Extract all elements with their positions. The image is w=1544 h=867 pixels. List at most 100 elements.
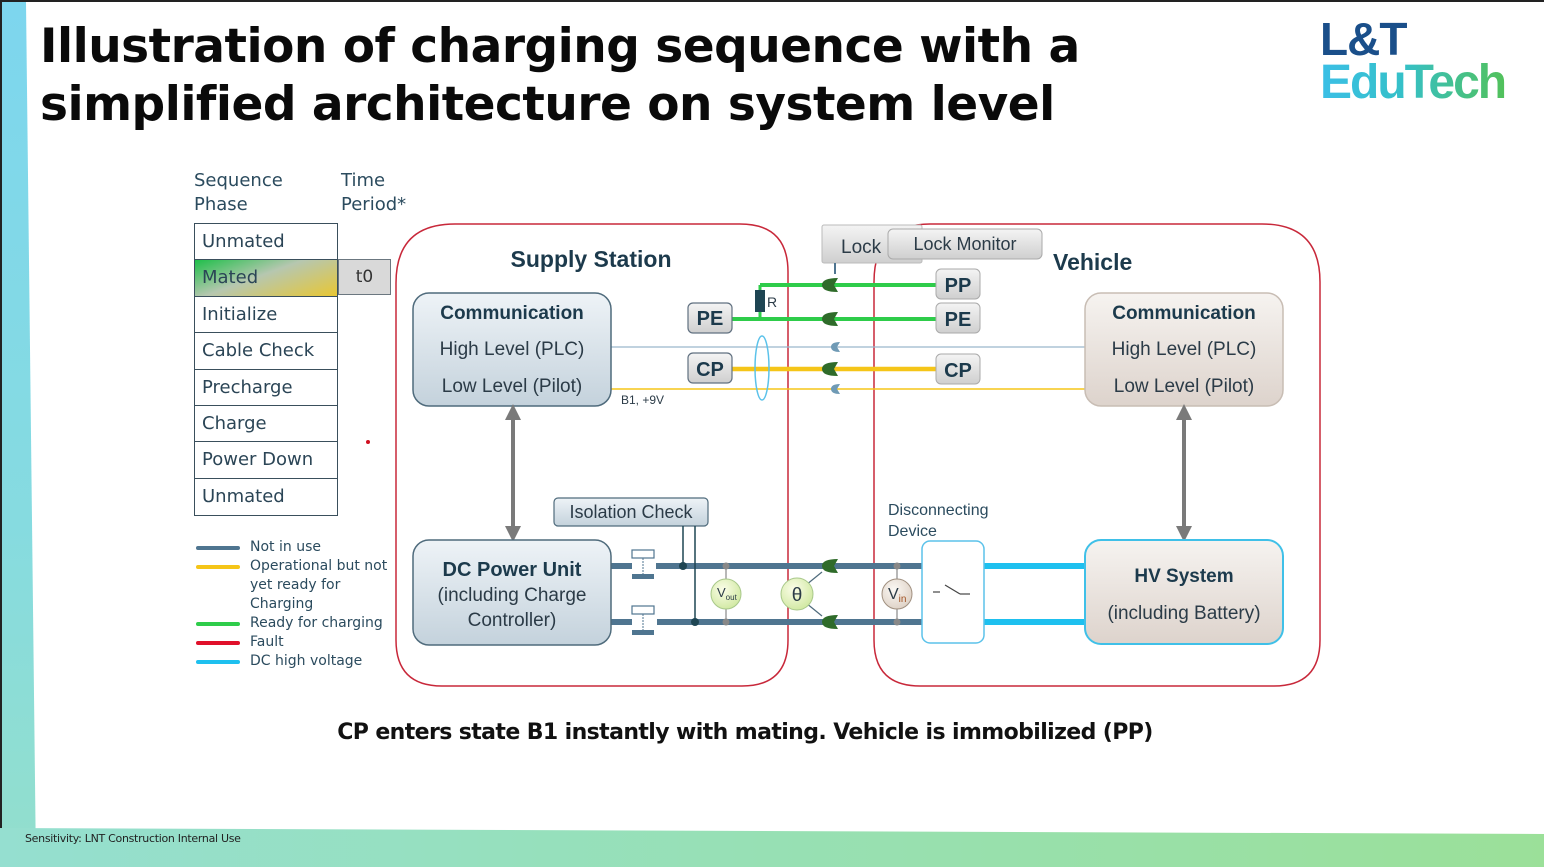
- vin-meter-icon: [881, 578, 913, 610]
- legend-swatch: [196, 622, 240, 626]
- supply-station-title: Supply Station: [511, 246, 672, 272]
- vehicle-cp-pin: [935, 353, 981, 385]
- header-line: Time: [341, 170, 386, 191]
- legend-item-operational: Operational but not yet ready for Chargi…: [196, 557, 390, 614]
- hv-system-title: HV System: [1134, 566, 1233, 587]
- supply-cp-pin: [687, 352, 733, 384]
- dc-minus-connector-icon: [822, 615, 838, 629]
- supply-pe-label: PE: [697, 308, 724, 330]
- supply-cp-label: CP: [696, 359, 724, 381]
- legend-swatch: [196, 660, 240, 664]
- supply-station-border: [395, 223, 789, 687]
- slide-title: Illustration of charging sequence with a…: [40, 19, 1080, 132]
- sequence-phase-header: Sequence Phase: [194, 169, 283, 217]
- resistor-label: R: [767, 294, 777, 310]
- time-period-t0: t0: [338, 259, 391, 295]
- vout-main: V: [717, 585, 726, 600]
- vehicle-pp-label: PP: [945, 275, 972, 297]
- supply-pe-pin: [687, 302, 733, 334]
- vehicle-low-level: Low Level (Pilot): [1114, 376, 1254, 397]
- phase-row-initialize: Initialize: [195, 297, 337, 334]
- vin-label: Vin: [888, 586, 906, 605]
- legend-label: DC high voltage: [250, 653, 363, 669]
- temperature-sensor-icon: [780, 577, 814, 611]
- phase-row-unmated-end: Unmated: [202, 485, 285, 507]
- logo: L&T EduTech: [1320, 13, 1507, 109]
- dc-plus-connector-icon: [822, 559, 838, 573]
- sequence-phase-table: Unmated Mated Initialize Cable Check Pre…: [194, 223, 338, 517]
- pilot-state-label: B1, +9V: [621, 393, 664, 407]
- cp-connector-icon: [822, 362, 838, 376]
- phase-row-mated-active: Mated: [195, 260, 337, 297]
- vin-sub: in: [899, 594, 907, 605]
- legend-swatch: [196, 565, 240, 569]
- phase-row-cable-check: Cable Check: [195, 333, 337, 370]
- lock-monitor-box: [887, 228, 1043, 260]
- junction-dot: [679, 562, 687, 570]
- vout-sub: out: [726, 593, 738, 602]
- dc-power-unit-box: [412, 539, 612, 646]
- legend-item-not-in-use: Not in use: [196, 538, 390, 557]
- header-line: Period*: [341, 194, 407, 215]
- switch-icon: [933, 584, 970, 595]
- sensitivity-footer: Sensitivity: LNT Construction Internal U…: [25, 832, 241, 845]
- slide-caption: CP enters state B1 instantly with mating…: [337, 720, 1153, 745]
- disconnecting-device-box: [921, 540, 985, 644]
- line-legend: Not in use Operational but not yet ready…: [196, 538, 390, 671]
- junction-dot: [893, 562, 901, 570]
- dc-minus-contactor-icon: [631, 605, 655, 635]
- dc-plus-contactor-icon: [631, 549, 655, 579]
- vehicle-pe-pin: [935, 302, 981, 334]
- cable-shield-icon: [754, 335, 770, 401]
- phase-row-precharge: Precharge: [195, 370, 337, 406]
- supply-communication-title: Communication: [440, 303, 584, 324]
- junction-dot: [893, 618, 901, 626]
- logo-line-1: L&T: [1320, 13, 1407, 65]
- pilot-connector-icon: [831, 384, 840, 394]
- legend-item-dc-hv: DC high voltage: [196, 652, 390, 671]
- dc-power-unit-line3: Controller): [468, 610, 557, 631]
- lock-label: Lock: [841, 237, 882, 258]
- header-line: Phase: [194, 194, 248, 215]
- vout-meter-icon: [710, 578, 742, 610]
- vehicle-pe-label: PE: [945, 309, 972, 331]
- vehicle-title: Vehicle: [1053, 249, 1132, 275]
- pointer-dot: [366, 440, 370, 444]
- legend-label: Not in use: [250, 539, 321, 555]
- logo-line-2: EduTech: [1320, 56, 1507, 109]
- legend-item-fault: Fault: [196, 633, 390, 652]
- vout-label: Vout: [717, 585, 738, 602]
- legend-swatch: [196, 641, 240, 645]
- phase-row-unmated: Unmated: [195, 224, 337, 261]
- time-period-header: Time Period*: [341, 169, 406, 217]
- isolation-check-label: Isolation Check: [569, 502, 693, 522]
- bottom-accent-band: [0, 828, 1544, 867]
- junction-dot: [722, 562, 730, 570]
- vehicle-cp-label: CP: [944, 360, 972, 382]
- legend-item-ready: Ready for charging: [196, 614, 390, 633]
- legend-label: Operational but not yet ready for Chargi…: [250, 558, 388, 612]
- vin-main: V: [888, 586, 899, 603]
- theta-label: θ: [792, 585, 803, 606]
- dc-power-unit-line2: (including Charge: [438, 585, 587, 606]
- hv-system-subtitle: (including Battery): [1107, 603, 1260, 624]
- supply-high-level: High Level (PLC): [440, 339, 585, 360]
- pp-connector-icon: [822, 278, 838, 292]
- vehicle-high-level: High Level (PLC): [1112, 339, 1257, 360]
- pe-connector-icon: [822, 312, 838, 326]
- supply-low-level: Low Level (Pilot): [442, 376, 582, 397]
- dc-power-unit-title: DC Power Unit: [443, 559, 582, 581]
- header-line: Sequence: [194, 170, 283, 191]
- legend-label: Ready for charging: [250, 615, 383, 631]
- hv-system-box: [1084, 539, 1284, 645]
- isolation-check-box: [553, 497, 709, 527]
- plc-connector-icon: [831, 342, 840, 352]
- label-line: Disconnecting: [888, 502, 989, 519]
- legend-swatch: [196, 546, 240, 550]
- phase-row-charge: Charge: [195, 406, 337, 443]
- junction-dot: [691, 618, 699, 626]
- junction-dot: [722, 618, 730, 626]
